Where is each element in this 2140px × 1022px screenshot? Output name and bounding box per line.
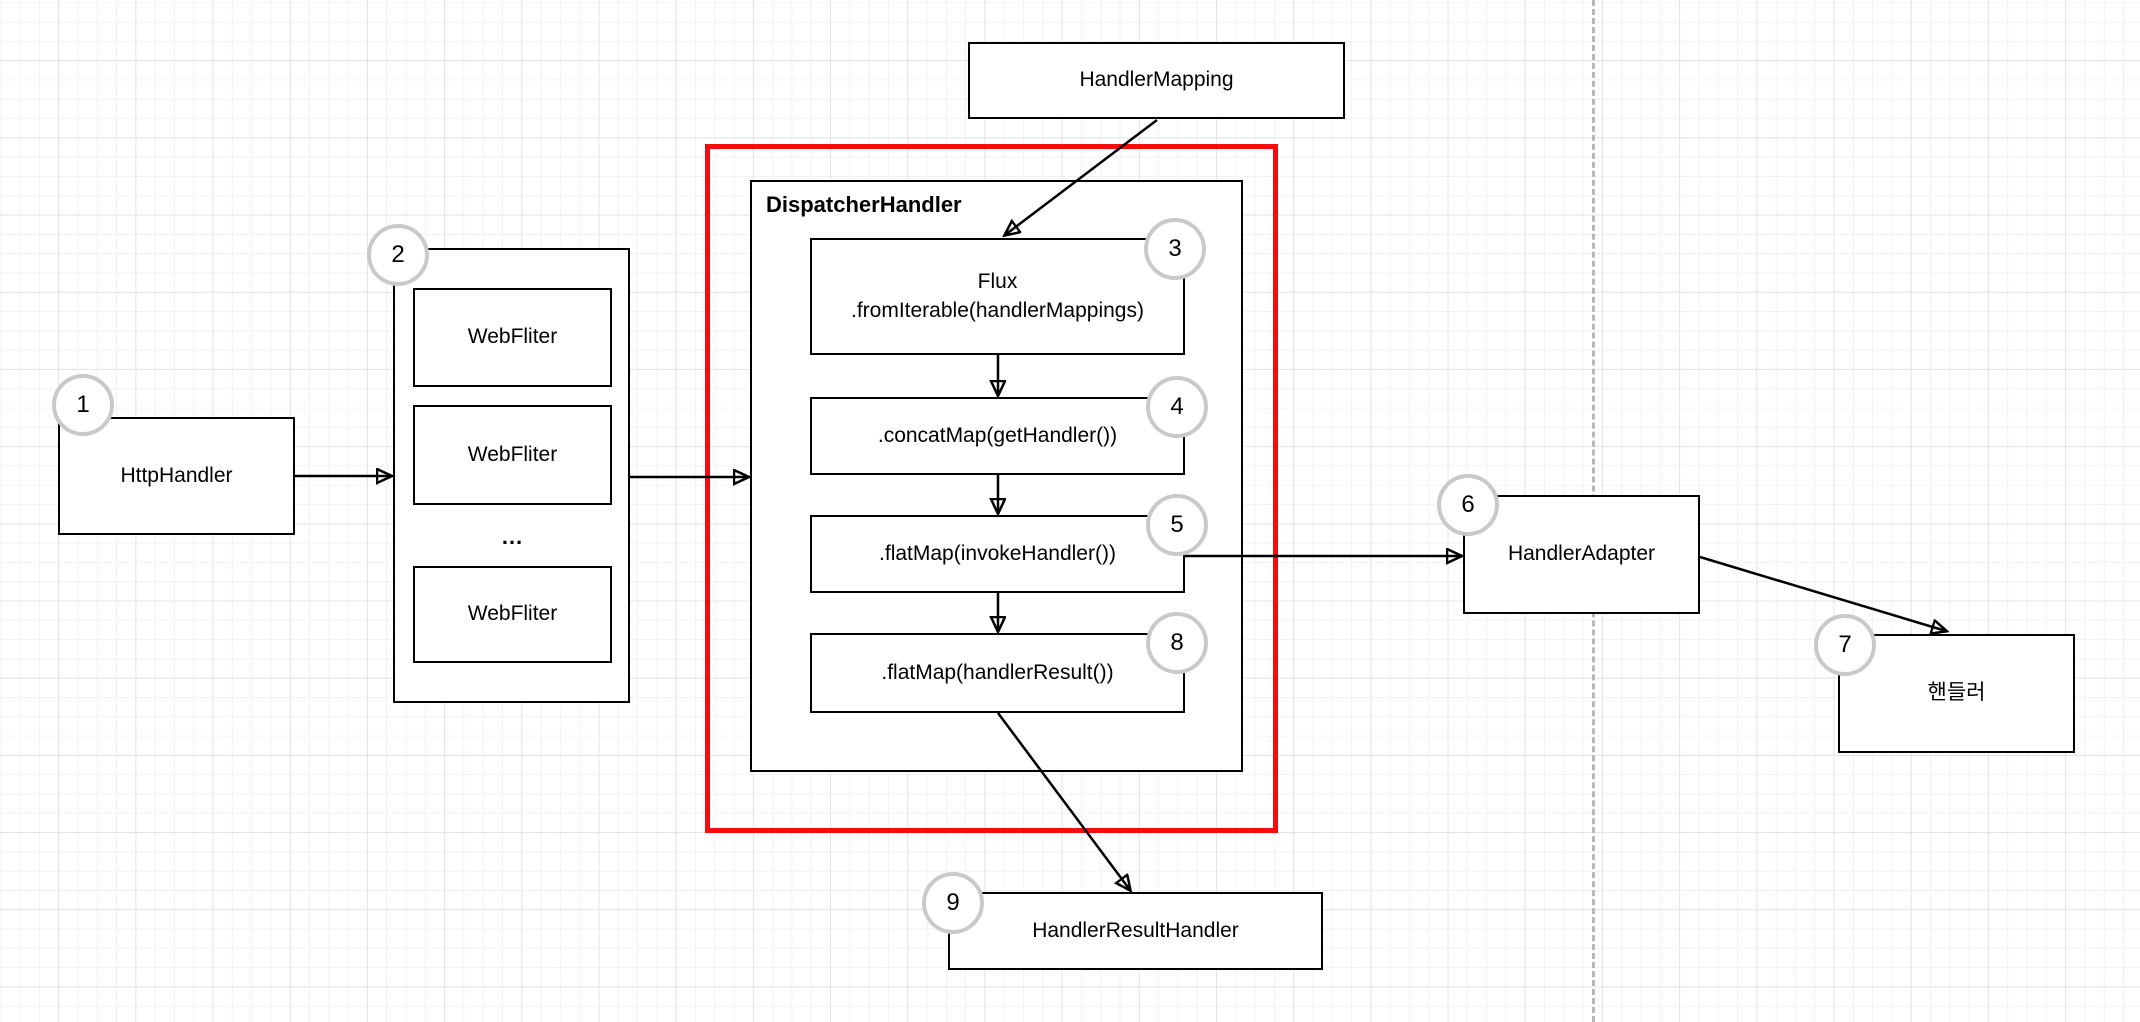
badge-3-number: 3 bbox=[1168, 235, 1182, 262]
node-web-filter-2[interactable]: WebFliter bbox=[413, 405, 612, 505]
badge-2-number: 2 bbox=[391, 241, 405, 268]
node-flux-from-iterable[interactable]: Flux .fromIterable(handlerMappings) bbox=[810, 238, 1185, 355]
badge-9[interactable]: 9 bbox=[922, 872, 984, 934]
flux-label-line2: .fromIterable(handlerMappings) bbox=[851, 298, 1144, 322]
node-web-filter-3-label: WebFliter bbox=[467, 602, 558, 626]
badge-5-number: 5 bbox=[1170, 511, 1184, 538]
node-handler-result-handler[interactable]: HandlerResultHandler bbox=[948, 892, 1323, 970]
badge-5[interactable]: 5 bbox=[1146, 494, 1208, 556]
node-handler-adapter[interactable]: HandlerAdapter bbox=[1463, 495, 1700, 614]
badge-7[interactable]: 7 bbox=[1814, 614, 1876, 676]
node-handler-korean-label: 핸들러 bbox=[1927, 681, 1986, 705]
node-handler-result-handler-label: HandlerResultHandler bbox=[1032, 918, 1239, 942]
node-dispatcher-handler-label: DispatcherHandler bbox=[766, 192, 962, 217]
node-flux-from-iterable-label: Flux .fromIterable(handlerMappings) bbox=[851, 268, 1144, 325]
arrow-handleradapter-to-handler bbox=[1699, 555, 1946, 631]
node-handler-mapping-label: HandlerMapping bbox=[1079, 68, 1234, 92]
badge-6-number: 6 bbox=[1461, 491, 1475, 518]
badge-8[interactable]: 8 bbox=[1146, 612, 1208, 674]
node-web-filter-3[interactable]: WebFliter bbox=[413, 566, 612, 663]
node-flat-map-result[interactable]: .flatMap(handlerResult()) bbox=[810, 633, 1185, 713]
node-http-handler[interactable]: HttpHandler bbox=[58, 417, 295, 535]
badge-3[interactable]: 3 bbox=[1144, 218, 1206, 280]
flux-label-line1: Flux bbox=[977, 270, 1018, 294]
node-http-handler-label: HttpHandler bbox=[120, 463, 233, 487]
badge-1[interactable]: 1 bbox=[52, 374, 114, 436]
badge-4[interactable]: 4 bbox=[1146, 376, 1208, 438]
badge-8-number: 8 bbox=[1170, 629, 1184, 656]
node-flat-map-result-label: .flatMap(handlerResult()) bbox=[881, 660, 1114, 684]
badge-4-number: 4 bbox=[1170, 393, 1184, 420]
highlight-rectangle[interactable] bbox=[705, 144, 1278, 833]
node-web-filter-1[interactable]: WebFliter bbox=[413, 288, 612, 387]
node-concat-map[interactable]: .concatMap(getHandler()) bbox=[810, 397, 1185, 475]
badge-1-number: 1 bbox=[76, 391, 90, 418]
badge-9-number: 9 bbox=[946, 889, 960, 916]
web-filter-ellipsis: ... bbox=[501, 524, 524, 549]
node-flat-map-invoke-label: .flatMap(invokeHandler()) bbox=[879, 541, 1116, 565]
badge-2[interactable]: 2 bbox=[367, 224, 429, 286]
node-handler-mapping[interactable]: HandlerMapping bbox=[968, 42, 1345, 119]
node-handler-adapter-label: HandlerAdapter bbox=[1507, 542, 1656, 566]
node-flat-map-invoke[interactable]: .flatMap(invokeHandler()) bbox=[810, 515, 1185, 593]
badge-7-number: 7 bbox=[1838, 631, 1852, 658]
node-handler-korean[interactable]: 핸들러 bbox=[1838, 634, 2075, 753]
node-web-filter-2-label: WebFliter bbox=[467, 442, 558, 466]
badge-6[interactable]: 6 bbox=[1437, 474, 1499, 536]
node-web-filter-1-label: WebFliter bbox=[467, 325, 558, 349]
node-concat-map-label: .concatMap(getHandler()) bbox=[877, 423, 1118, 447]
